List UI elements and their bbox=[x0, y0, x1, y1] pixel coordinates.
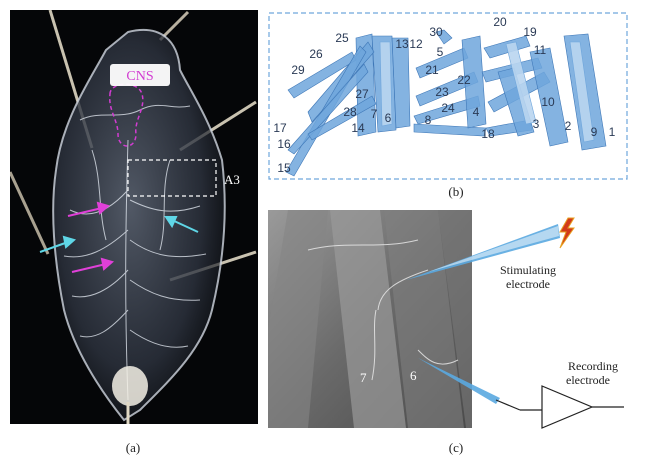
muscle-label-6: 6 bbox=[410, 368, 417, 383]
cyan-arrows bbox=[39, 216, 199, 253]
muscle-number: 9 bbox=[591, 125, 598, 139]
a3-label: A3 bbox=[224, 172, 240, 187]
lightning-bolt-icon bbox=[559, 217, 575, 249]
recording-label-line2: electrode bbox=[566, 373, 610, 387]
muscle-number: 2 bbox=[565, 119, 572, 133]
muscle-number: 26 bbox=[309, 47, 323, 61]
stimulating-label-line2: electrode bbox=[506, 277, 550, 291]
panel-a-image: CNS A3 bbox=[8, 9, 258, 424]
recording-label-line1: Recording bbox=[568, 359, 618, 373]
muscle-label-7: 7 bbox=[360, 370, 367, 385]
cns-label-box bbox=[110, 64, 170, 86]
muscle-number: 27 bbox=[355, 87, 369, 101]
muscle-number: 6 bbox=[385, 111, 392, 125]
muscle-number: 12 bbox=[409, 37, 423, 51]
muscle-number: 5 bbox=[437, 45, 444, 59]
muscle-number: 18 bbox=[481, 127, 495, 141]
panel-c-caption: (c) bbox=[448, 440, 464, 455]
muscle-number: 4 bbox=[473, 105, 480, 119]
stimulating-electrode bbox=[406, 224, 560, 280]
muscle-number: 13 bbox=[395, 37, 409, 51]
muscle-number: 24 bbox=[441, 101, 455, 115]
muscle-number: 3 bbox=[533, 117, 540, 131]
muscle-number: 17 bbox=[273, 121, 287, 135]
muscle-number: 14 bbox=[351, 121, 365, 135]
muscle-number: 29 bbox=[291, 63, 305, 77]
recording-electrode bbox=[418, 358, 624, 429]
muscle-number: 30 bbox=[429, 25, 443, 39]
panel-a-caption: (a) bbox=[125, 440, 141, 455]
muscle-number: 11 bbox=[534, 43, 547, 57]
muscle-number: 23 bbox=[435, 85, 449, 99]
cns-label: CNS bbox=[126, 69, 153, 84]
muscle-number: 22 bbox=[457, 73, 471, 87]
panel-b-diagram: 25 26 29 13 12 30 5 20 19 11 21 22 27 23… bbox=[268, 12, 628, 180]
muscle-number: 20 bbox=[493, 15, 507, 29]
muscle-number: 21 bbox=[425, 63, 439, 77]
amplifier-icon bbox=[541, 385, 594, 429]
muscle-number: 25 bbox=[335, 31, 349, 45]
muscle-number: 8 bbox=[425, 113, 432, 127]
panel-c-figure: 7 6 Stimulating electrode Recording elec… bbox=[268, 210, 638, 432]
larva-micrograph: CNS A3 bbox=[8, 9, 258, 424]
muscle-number: 7 bbox=[371, 107, 378, 121]
magenta-arrows bbox=[67, 201, 115, 273]
muscle-number: 28 bbox=[343, 105, 357, 119]
muscle-number: 10 bbox=[541, 95, 555, 109]
muscle-number: 15 bbox=[277, 161, 291, 175]
muscle-number: 19 bbox=[523, 25, 537, 39]
stimulating-label-line1: Stimulating bbox=[500, 263, 556, 277]
muscle-number: 1 bbox=[609, 125, 616, 139]
muscle-number: 16 bbox=[277, 137, 291, 151]
panel-b-caption: (b) bbox=[448, 184, 464, 199]
muscle-number-labels: 25 26 29 13 12 30 5 20 19 11 21 22 27 23… bbox=[273, 15, 615, 175]
muscle-micrograph: 7 6 bbox=[268, 210, 472, 428]
a3-region-box bbox=[127, 159, 217, 197]
